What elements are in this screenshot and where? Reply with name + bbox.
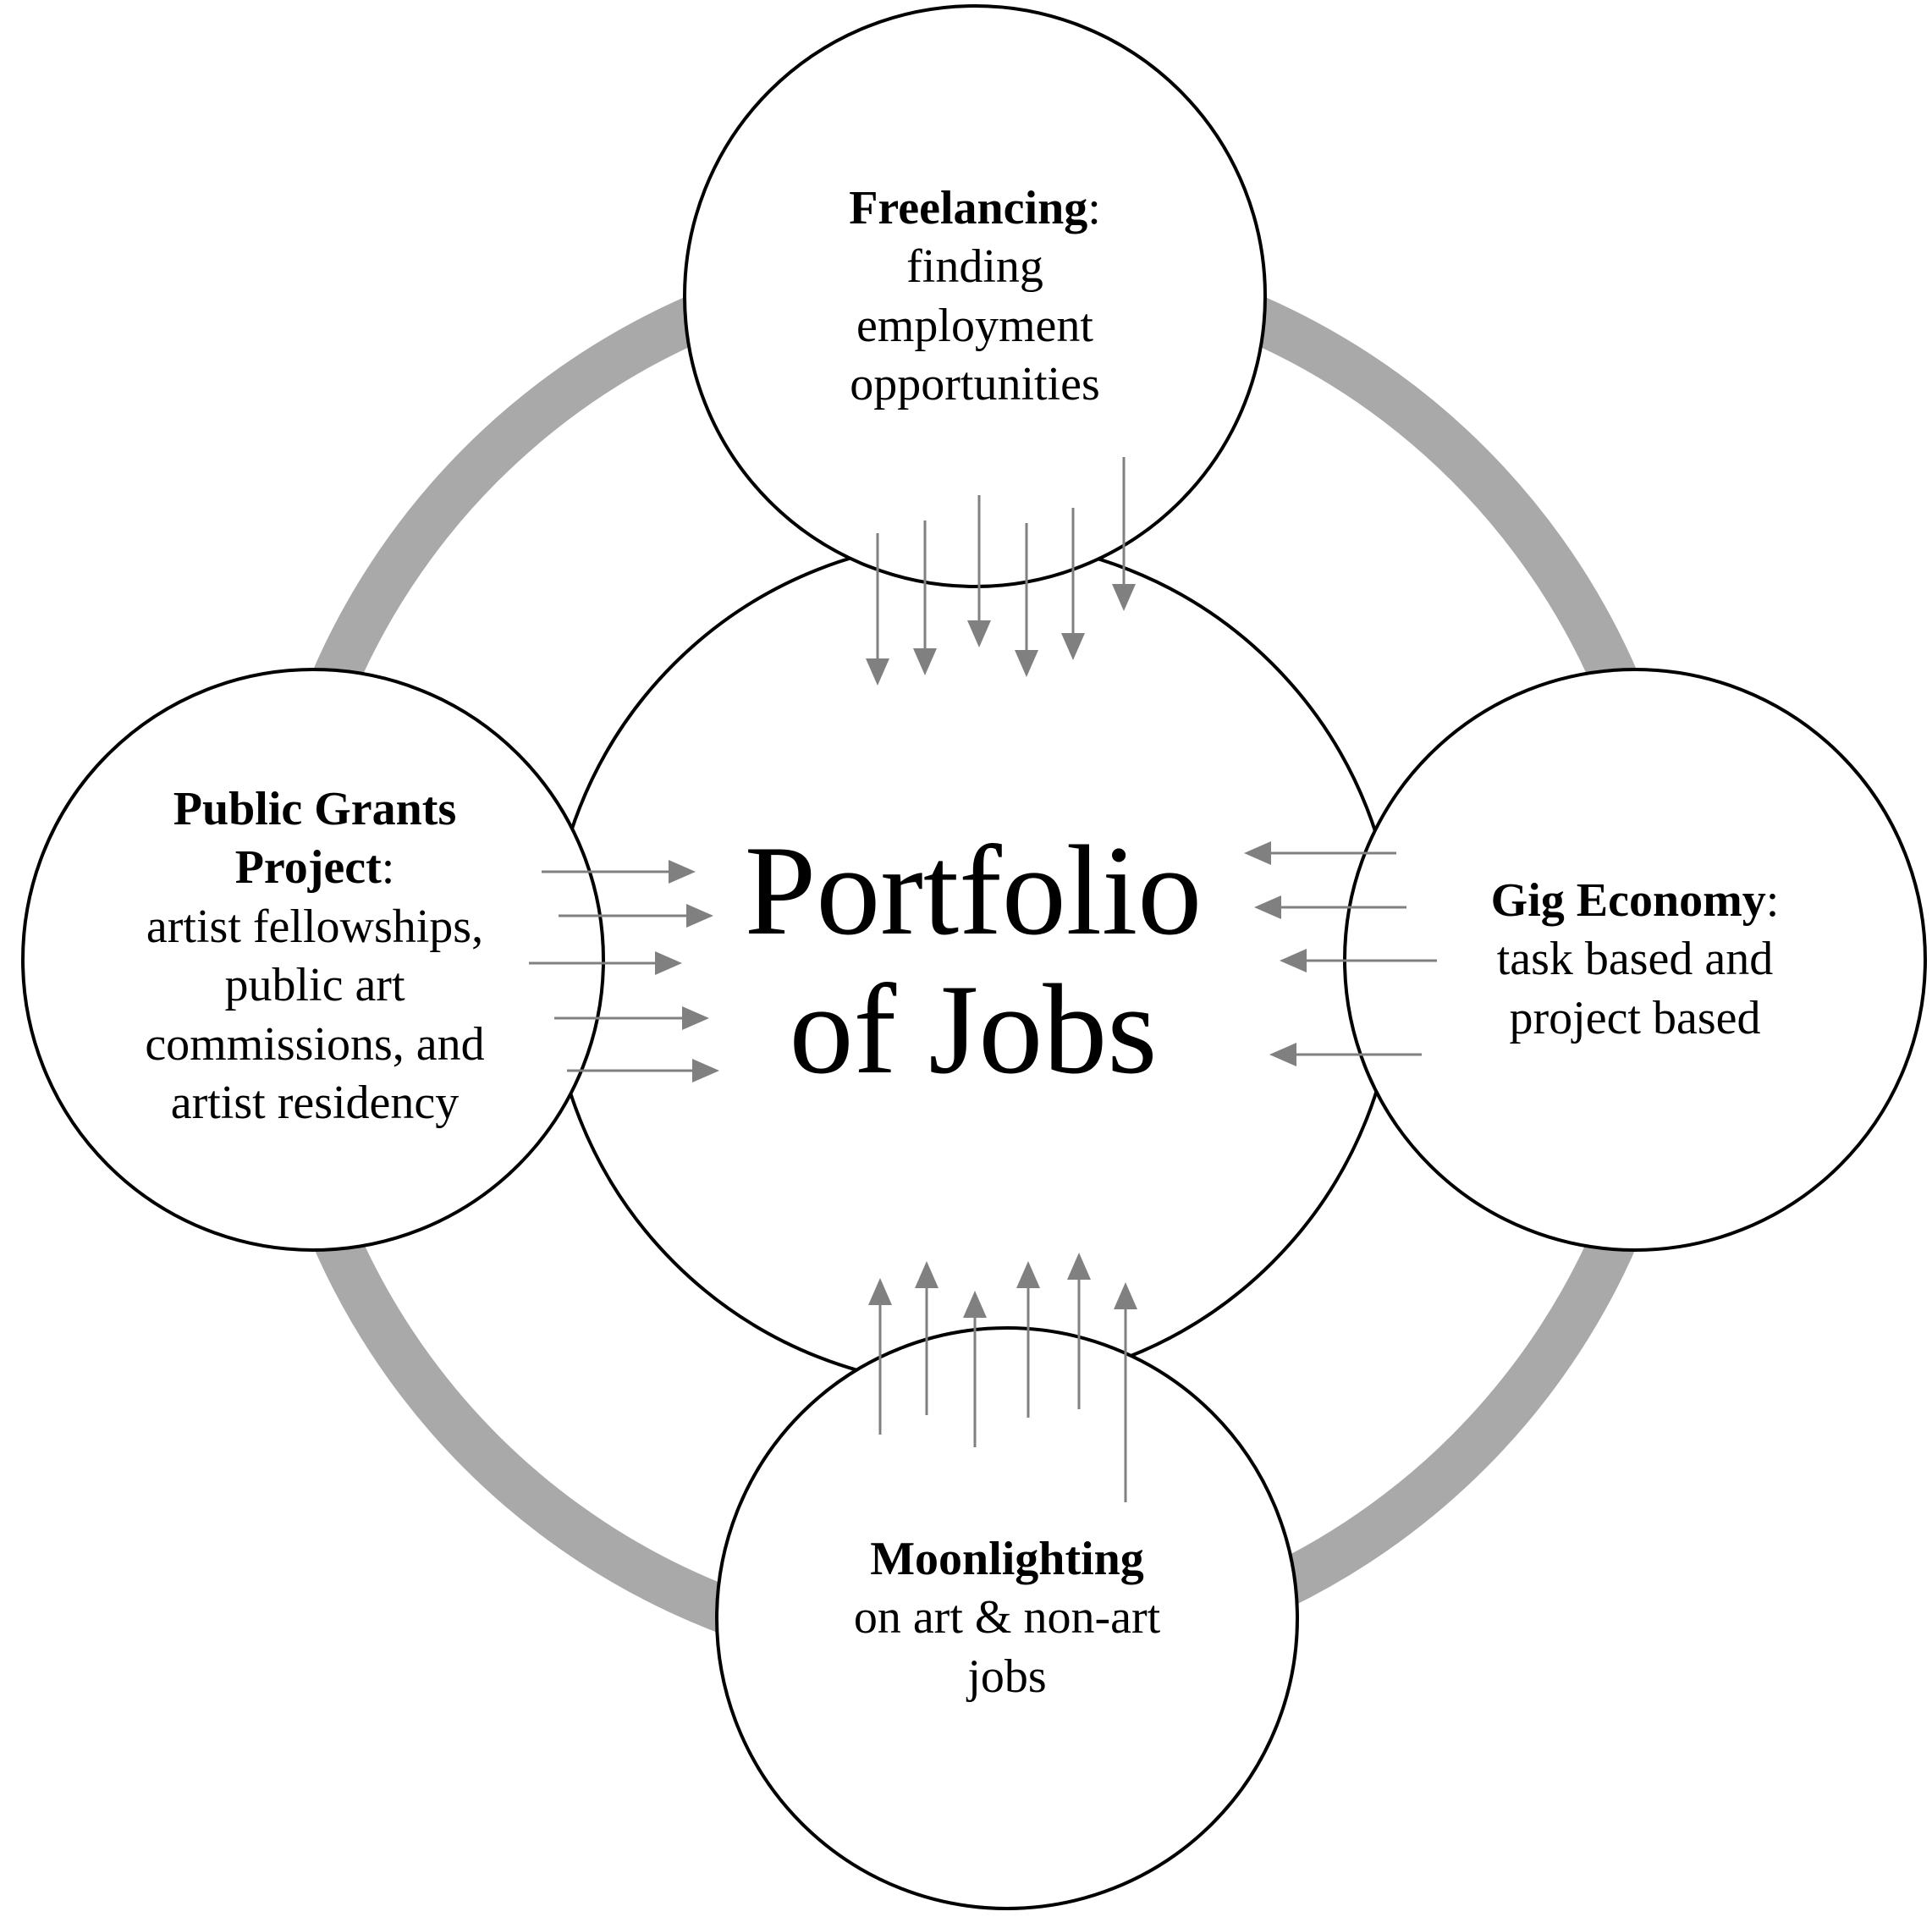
arrow-group (529, 457, 1437, 1502)
gig-economy-colon: : (1765, 874, 1780, 927)
arrow-from-gig-economy-3-head (1280, 949, 1307, 972)
public-grants-line-2: public art (224, 959, 405, 1012)
arrow-from-public-grants-1-head (669, 860, 696, 884)
arrow-from-freelancing-2-head (913, 648, 937, 675)
freelancing-label: Freelancing: finding employment opportun… (789, 179, 1161, 415)
arrow-from-moonlighting-2-head (915, 1261, 938, 1288)
arrow-from-gig-economy-4-head (1269, 1043, 1296, 1066)
arrow-from-public-grants-2-head (686, 904, 713, 928)
arrow-from-freelancing-6-head (1112, 584, 1136, 611)
freelancing-line-3: opportunities (850, 358, 1100, 411)
arrow-from-moonlighting-3-head (963, 1291, 987, 1318)
moonlighting-line-1: on art & non-art (853, 1591, 1161, 1644)
public-grants-circle (21, 668, 605, 1252)
arrow-from-freelancing-4-head (1015, 650, 1038, 677)
public-grants-title-1: Public Grants (173, 783, 457, 835)
freelancing-colon: : (1087, 182, 1101, 234)
freelancing-line-1: finding (906, 240, 1043, 294)
freelancing-circle (683, 4, 1267, 588)
gig-economy-line-1: task based and (1496, 933, 1774, 986)
center-label-line1: Portfolio (744, 819, 1203, 961)
gig-economy-title-row: Gig Economy: (1423, 872, 1847, 930)
moonlighting-label: Moonlighting on art & non-art jobs (795, 1530, 1219, 1706)
moonlighting-circle (715, 1326, 1299, 1910)
public-grants-title-line1: Public Grants (95, 780, 535, 839)
arrow-from-public-grants-3-head (655, 951, 682, 975)
arrow-from-freelancing-1-head (866, 658, 889, 686)
gig-economy-label: Gig Economy: task based and project base… (1423, 872, 1847, 1048)
freelancing-title-row: Freelancing: (789, 179, 1161, 238)
arrow-from-moonlighting-5-head (1067, 1253, 1091, 1280)
arrow-from-freelancing-5-head (1061, 633, 1085, 660)
gig-economy-title: Gig Economy (1490, 874, 1766, 927)
public-grants-label: Public Grants Project: artist fellowship… (95, 780, 535, 1133)
arrow-from-moonlighting-1-head (868, 1278, 892, 1305)
public-grants-colon: : (381, 841, 395, 895)
moonlighting-title-row: Moonlighting (795, 1530, 1219, 1589)
arrow-from-public-grants-4-head (682, 1006, 709, 1030)
public-grants-line-4: artist residency (170, 1077, 460, 1130)
moonlighting-line-2: jobs (967, 1650, 1047, 1703)
arrow-from-public-grants-5-head (692, 1059, 719, 1082)
freelancing-line-2: employment (856, 299, 1093, 352)
public-grants-title-row: Project: (95, 839, 535, 897)
arrow-from-moonlighting-4-head (1016, 1261, 1040, 1288)
public-grants-line-1: artist fellowships, (146, 900, 484, 953)
arrow-from-gig-economy-1-head (1244, 841, 1271, 865)
moonlighting-title: Moonlighting (870, 1533, 1144, 1585)
freelancing-title: Freelancing (849, 182, 1088, 234)
arrow-from-gig-economy-2-head (1254, 895, 1281, 919)
gig-economy-line-2: project based (1509, 991, 1761, 1044)
center-label-line2: of Jobs (789, 958, 1158, 1101)
public-grants-line-3: commissions, and (145, 1017, 485, 1071)
public-grants-title-2: Project (234, 841, 382, 895)
arrow-from-moonlighting-6-head (1114, 1282, 1137, 1309)
center-label: Portfolio of Jobs (719, 821, 1227, 1099)
arrow-from-freelancing-3-head (967, 620, 991, 647)
